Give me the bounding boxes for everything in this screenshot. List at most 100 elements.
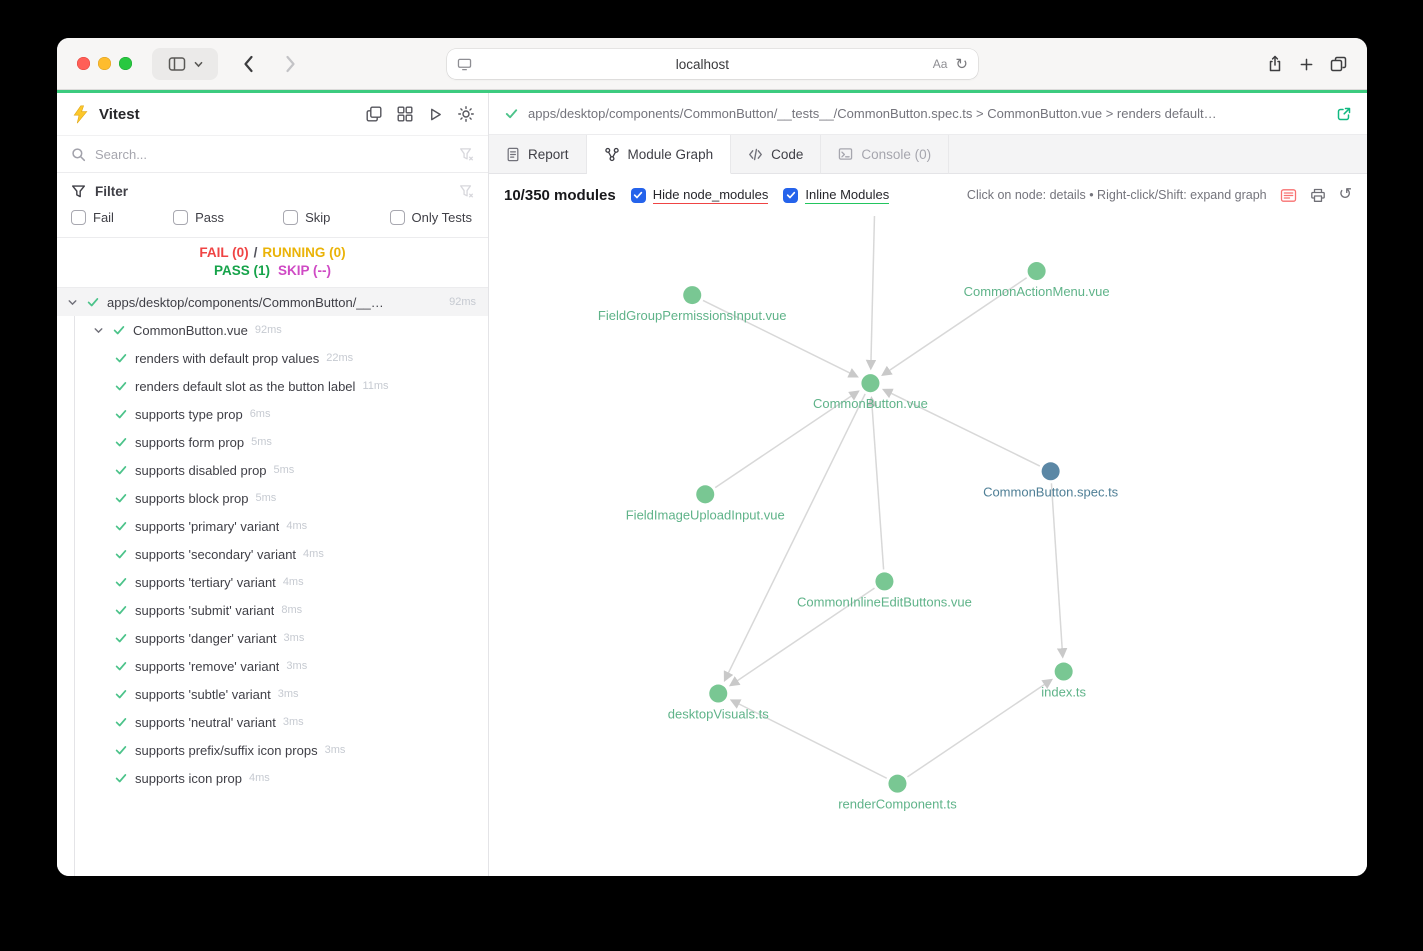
test-row[interactable]: supports 'danger' variant 3ms [57, 624, 488, 652]
tab-label: Console (0) [861, 146, 932, 162]
overlay-panels-button[interactable] [366, 106, 382, 122]
reset-graph-button[interactable]: ↺ [1338, 186, 1352, 203]
graph-edge [1050, 483, 1068, 659]
main-panel: apps/desktop/components/CommonButton/__t… [489, 93, 1367, 876]
test-file-row[interactable]: apps/desktop/components/CommonButton/__…… [57, 288, 488, 316]
browser-sidebar-toggle-button[interactable] [152, 48, 218, 80]
filter-funnel-icon [71, 185, 86, 198]
theme-toggle-button[interactable] [458, 106, 474, 122]
modules-count: 10/350 modules [504, 186, 616, 204]
close-window-button[interactable] [77, 57, 90, 70]
test-suite-row[interactable]: CommonButton.vue 92ms [57, 316, 488, 344]
test-row[interactable]: supports prefix/suffix icon props 3ms [57, 736, 488, 764]
test-duration: 3ms [277, 688, 299, 700]
checkbox-checked[interactable] [630, 187, 646, 203]
tab-console[interactable]: Console (0) [821, 135, 950, 174]
share-button[interactable] [1267, 55, 1283, 73]
back-button[interactable] [233, 48, 263, 80]
open-in-editor-icon[interactable] [1336, 106, 1352, 122]
browser-window: localhost Aa ↻ [57, 38, 1367, 876]
reload-button[interactable]: ↻ [955, 55, 968, 73]
checkbox-unchecked[interactable] [71, 210, 86, 225]
test-row[interactable]: supports disabled prop 5ms [57, 456, 488, 484]
graph-edge [729, 699, 888, 779]
test-file-name: apps/desktop/components/CommonButton/__… [107, 294, 384, 310]
tab-overview-button[interactable] [1330, 56, 1347, 72]
test-duration: 3ms [283, 632, 305, 644]
test-duration: 11ms [362, 380, 389, 392]
test-row[interactable]: supports block prop 5ms [57, 484, 488, 512]
test-name: supports 'submit' variant [135, 602, 275, 618]
graph-edge [728, 587, 875, 687]
test-row[interactable]: supports 'tertiary' variant 4ms [57, 568, 488, 596]
module-graph-icon [604, 147, 619, 161]
search-input[interactable] [95, 146, 450, 162]
test-row[interactable]: supports form prop 5ms [57, 428, 488, 456]
tab-report[interactable]: Report [489, 135, 587, 174]
share-icon [1269, 55, 1281, 72]
dashboard-view-button[interactable] [397, 106, 413, 122]
browser-actions [1267, 48, 1347, 80]
filter-checkbox[interactable]: Fail [71, 210, 114, 225]
check-icon [115, 718, 127, 727]
run-all-tests-button[interactable] [428, 107, 443, 122]
test-row[interactable]: supports 'subtle' variant 3ms [57, 680, 488, 708]
test-row[interactable]: supports icon prop 4ms [57, 764, 488, 792]
test-duration: 4ms [303, 548, 324, 560]
inline-modules-toggle[interactable]: Inline Modules [783, 187, 890, 204]
reader-options-icon[interactable]: Aa [932, 57, 948, 71]
test-row[interactable]: supports type prop 6ms [57, 400, 488, 428]
graph-node-index.ts[interactable] [1054, 662, 1073, 681]
check-icon [115, 382, 127, 391]
module-graph-svg[interactable]: FieldGroupPermissionsInput.vueCommonActi… [489, 216, 1367, 876]
forward-button[interactable] [275, 48, 305, 80]
tab-code[interactable]: Code [731, 135, 822, 174]
checkbox-unchecked[interactable] [283, 210, 299, 225]
filter-checkbox[interactable]: Pass [173, 210, 224, 225]
new-tab-button[interactable] [1299, 57, 1314, 72]
chevron-down-icon[interactable] [66, 296, 79, 309]
test-row[interactable]: supports 'primary' variant 4ms [57, 512, 488, 540]
test-duration: 4ms [286, 520, 308, 532]
graph-node-FieldGroupPermissionsInput.vue[interactable] [683, 286, 702, 305]
test-row[interactable]: supports 'submit' variant 8ms [57, 596, 488, 624]
sidebar-icon [168, 57, 185, 71]
check-icon [505, 109, 518, 119]
filter-checkbox[interactable]: Only Tests [389, 210, 472, 225]
graph-node-renderComponent.ts[interactable] [888, 774, 907, 793]
test-name: renders default slot as the button label [135, 378, 356, 394]
page-settings-icon[interactable] [457, 58, 472, 71]
printer-icon[interactable] [1310, 188, 1326, 203]
graph-node-desktopVisuals.ts[interactable] [709, 684, 728, 703]
filter-option-label: Pass [195, 210, 224, 225]
clear-search-filter-icon[interactable] [459, 147, 474, 162]
chevron-down-icon[interactable] [92, 324, 105, 337]
minimize-window-button[interactable] [98, 57, 111, 70]
test-row[interactable]: supports 'neutral' variant 3ms [57, 708, 488, 736]
graph-node-CommonInlineEditButtons.vue[interactable] [875, 572, 894, 591]
filter-checkbox[interactable]: Skip [283, 210, 330, 225]
graph-edge [714, 390, 860, 489]
test-row[interactable]: supports 'remove' variant 3ms [57, 652, 488, 680]
checkbox-unchecked[interactable] [389, 210, 405, 225]
hide-node-modules-toggle[interactable]: Hide node_modules [630, 187, 769, 204]
test-row[interactable]: renders default slot as the button label… [57, 372, 488, 400]
graph-node-label: FieldGroupPermissionsInput.vue [598, 308, 787, 323]
test-row[interactable]: renders with default prop values 22ms [57, 344, 488, 372]
checkbox-checked[interactable] [783, 187, 799, 203]
checkbox-unchecked[interactable] [173, 210, 189, 225]
graph-node-label: CommonButton.spec.ts [983, 484, 1119, 499]
graph-node-FieldImageUploadInput.vue[interactable] [696, 485, 715, 504]
test-duration: 3ms [282, 716, 304, 728]
address-bar[interactable]: localhost Aa ↻ [447, 49, 978, 79]
clear-filters-icon[interactable] [459, 184, 474, 199]
legend-icon[interactable] [1280, 188, 1297, 203]
graph-node-CommonActionMenu.vue[interactable] [1027, 262, 1046, 281]
zoom-window-button[interactable] [119, 57, 132, 70]
graph-node-CommonButton.spec.ts[interactable] [1041, 462, 1060, 481]
tab-module-graph[interactable]: Module Graph [586, 135, 732, 174]
graph-node-CommonButton.vue[interactable] [861, 374, 880, 393]
status-fail: FAIL (0) [199, 245, 249, 260]
test-row[interactable]: supports 'secondary' variant 4ms [57, 540, 488, 568]
